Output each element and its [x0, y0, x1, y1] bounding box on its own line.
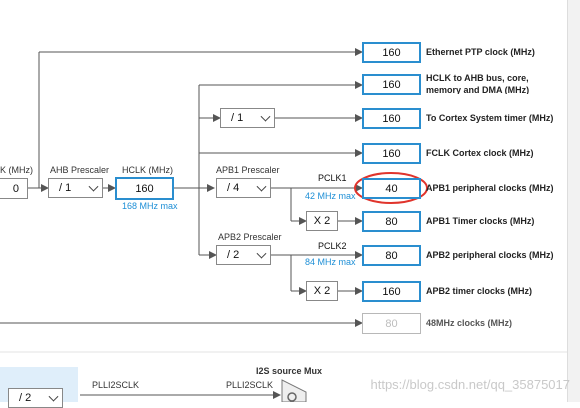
hclk-ahb-label: HCLK to AHB bus, core,	[426, 73, 529, 83]
apb1-peripheral-value[interactable]: 40	[362, 178, 421, 199]
apb1-prescaler-label: APB1 Prescaler	[216, 165, 280, 175]
cortex-divider-select[interactable]: / 1	[220, 108, 275, 128]
hclk-ahb-label-line2: memory and DMA (MHz)	[426, 85, 530, 94]
chevron-down-icon	[48, 391, 59, 402]
apb1-peripheral-label: APB1 peripheral clocks (MHz)	[426, 183, 554, 193]
apb2-prescaler-value: / 2	[227, 249, 240, 261]
hclk-input[interactable]: 160	[115, 177, 174, 200]
pclk1-label: PCLK1	[318, 173, 347, 183]
i2s-mux-shape[interactable]	[281, 379, 307, 402]
ethernet-ptp-value[interactable]: 160	[362, 42, 421, 63]
cortex-timer-value[interactable]: 160	[362, 108, 421, 129]
apb2-timer-multiplier: X 2	[306, 281, 338, 301]
plli2s-divider-value: / 2	[19, 392, 32, 404]
fclk-value[interactable]: 160	[362, 143, 421, 164]
apb1-prescaler-select[interactable]: / 4	[216, 178, 271, 198]
vertical-scrollbar[interactable]	[567, 0, 580, 402]
apb2-peripheral-value[interactable]: 80	[362, 245, 421, 266]
pclk2-label: PCLK2	[318, 241, 347, 251]
chevron-down-icon	[256, 248, 267, 259]
ethernet-ptp-label: Ethernet PTP clock (MHz)	[426, 47, 535, 57]
apb2-prescaler-select[interactable]: / 2	[216, 245, 271, 265]
apb2-peripheral-label: APB2 peripheral clocks (MHz)	[426, 250, 554, 260]
apb1-timer-value[interactable]: 80	[362, 211, 421, 232]
fclk-label: FCLK Cortex clock (MHz)	[426, 148, 534, 158]
apb2-prescaler-label: APB2 Prescaler	[218, 232, 282, 242]
apb1-timer-label: APB1 Timer clocks (MHz)	[426, 216, 535, 226]
ahb-prescaler-select[interactable]: / 1	[48, 178, 103, 198]
hclk-label: HCLK (MHz)	[122, 165, 173, 175]
apb1-timer-multiplier: X 2	[306, 211, 338, 231]
plli2s-divider-select[interactable]: / 2	[8, 388, 63, 408]
ahb-prescaler-label: AHB Prescaler	[50, 165, 110, 175]
plli2sclk-right-label: PLLI2SCLK	[226, 380, 274, 390]
left-clock-label: K (MHz)	[0, 165, 33, 175]
ahb-prescaler-value: / 1	[59, 182, 72, 194]
chevron-down-icon	[88, 181, 99, 192]
clk48-value[interactable]: 80	[362, 313, 421, 334]
plli2sclk-left-label: PLLI2SCLK	[92, 380, 140, 390]
watermark-text: https://blog.csdn.net/qq_35875017	[370, 377, 571, 392]
apb2-timer-value[interactable]: 160	[362, 281, 421, 302]
hclk-ahb-value[interactable]: 160	[362, 74, 421, 95]
apb2-timer-label: APB2 timer clocks (MHz)	[426, 286, 533, 296]
hclk-max: 168 MHz max	[122, 201, 178, 211]
left-clock-value[interactable]: 0	[0, 178, 28, 199]
pclk1-max: 42 MHz max	[305, 191, 356, 201]
pclk2-max: 84 MHz max	[305, 257, 356, 267]
cortex-divider-value: / 1	[231, 112, 244, 124]
highlight-circle	[354, 172, 428, 204]
clk48-label: 48MHz clocks (MHz)	[426, 318, 513, 328]
hclk-ahb-label-wrap: HCLK to AHB bus, core, memory and DMA (M…	[426, 72, 529, 94]
chevron-down-icon	[256, 181, 267, 192]
cortex-timer-label: To Cortex System timer (MHz)	[426, 113, 554, 123]
apb1-prescaler-value: / 4	[227, 182, 240, 194]
i2s-mux-label: I2S source Mux	[256, 366, 323, 376]
chevron-down-icon	[260, 111, 271, 122]
